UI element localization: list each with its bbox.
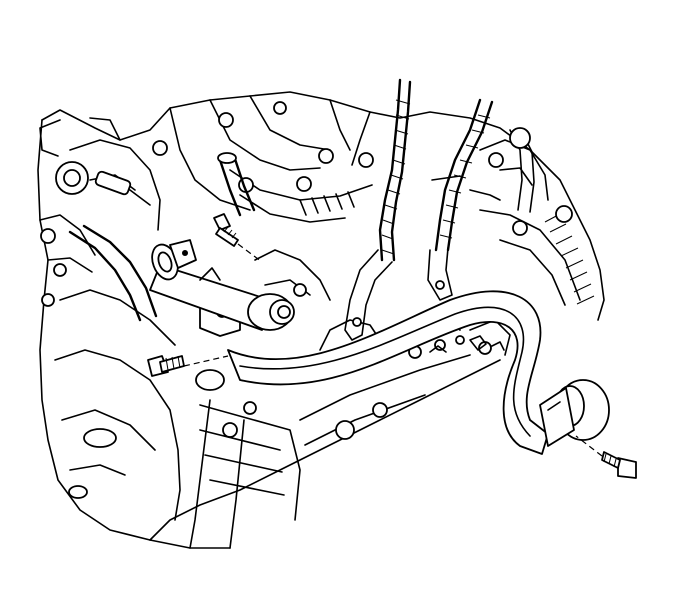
hose-assembly [68, 152, 256, 322]
pipe-flange-left [149, 239, 295, 331]
pipe-flange-right [539, 379, 610, 447]
alignment-guides [183, 243, 603, 457]
small-fittings [39, 117, 505, 353]
wiring-harness [378, 78, 535, 262]
mounting-bolt-lower-left [147, 355, 185, 377]
mounting-bolt-right [601, 451, 637, 479]
mounting-bolt-upper [213, 213, 239, 247]
